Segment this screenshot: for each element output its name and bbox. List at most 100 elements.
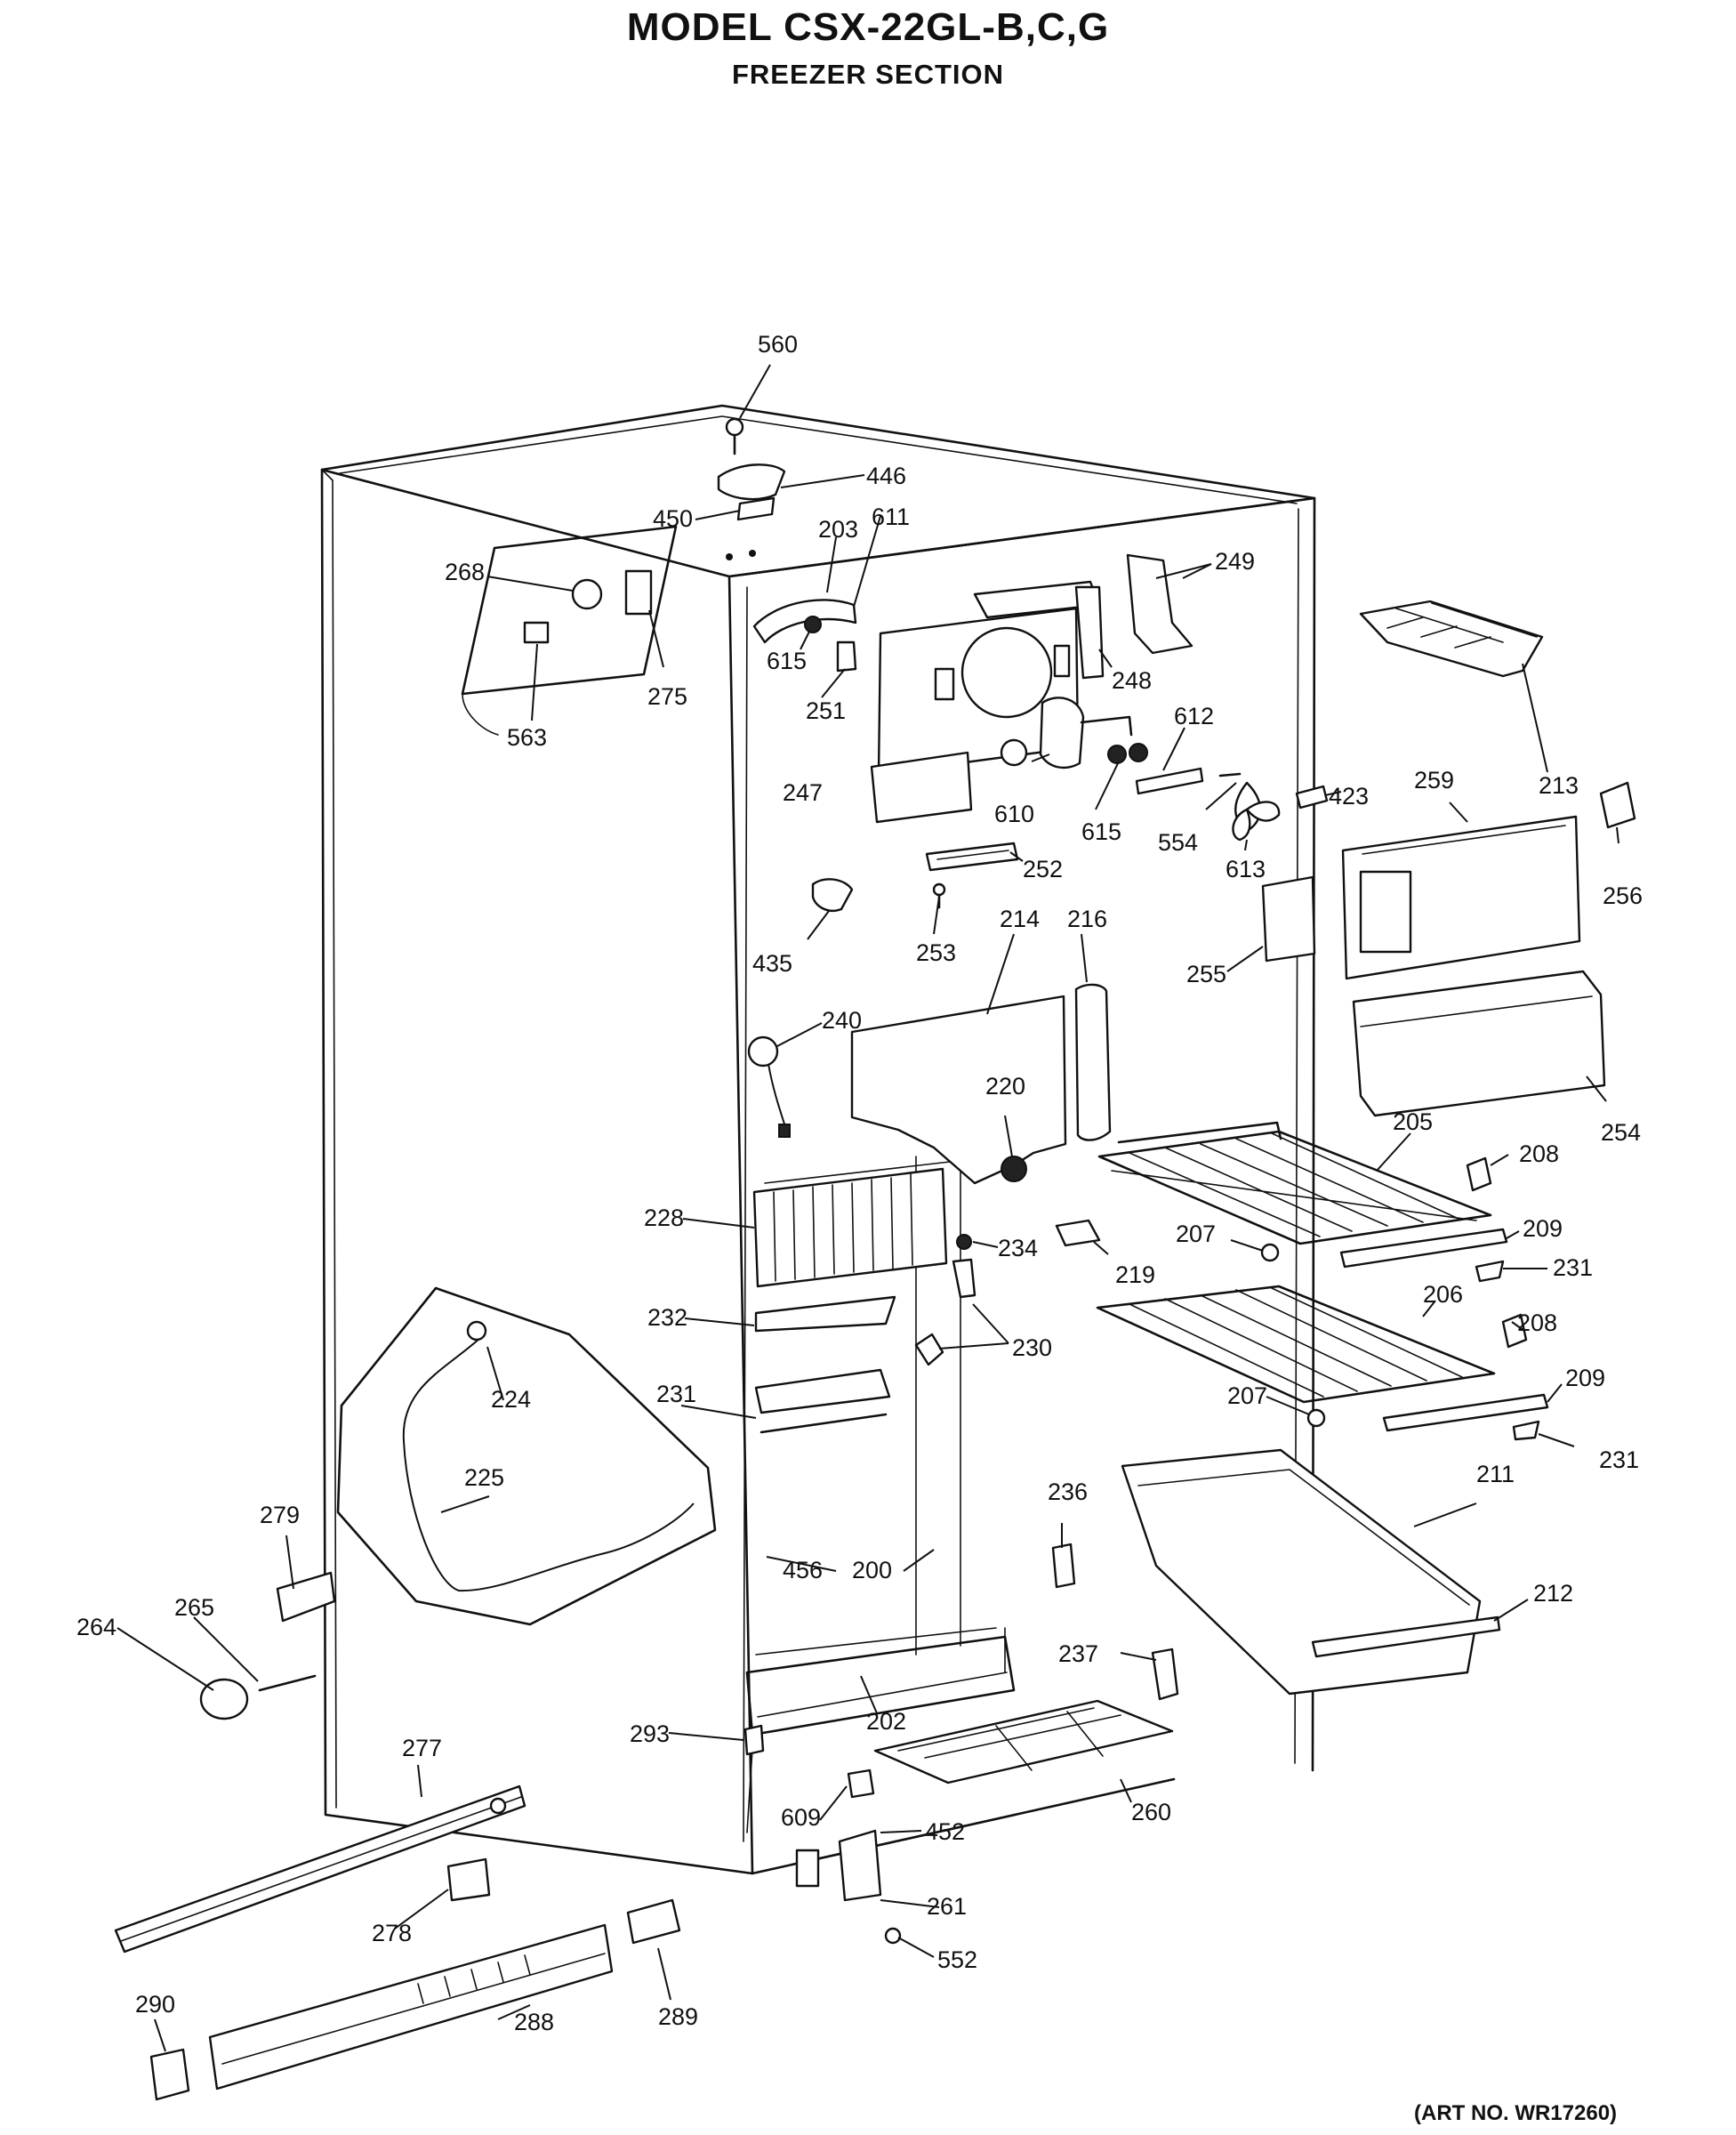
light-bulb: [1295, 785, 1329, 810]
part-label-220: 220: [985, 1073, 1025, 1100]
part-label-202: 202: [866, 1708, 906, 1735]
part-label-247: 247: [783, 779, 823, 806]
part-label-554: 554: [1158, 829, 1198, 856]
shelf-support: [1599, 781, 1636, 829]
part-label-456: 456: [783, 1557, 823, 1583]
part-label-615a: 615: [767, 648, 807, 674]
part-label-236: 236: [1048, 1478, 1088, 1505]
part-label-423: 423: [1329, 783, 1369, 810]
part-label-288: 288: [514, 2009, 554, 2035]
part-label-265: 265: [174, 1594, 214, 1621]
part-label-209b: 209: [1565, 1365, 1605, 1391]
part-label-560: 560: [758, 331, 798, 358]
part-label-278: 278: [372, 1920, 412, 1946]
roller-axle: [258, 1674, 317, 1692]
tubing-bracket: [752, 599, 857, 673]
fan-motor-assembly: [1000, 697, 1281, 842]
evaporator-coil: [752, 1167, 976, 1299]
part-label-214: 214: [1000, 906, 1040, 932]
hinge-shim: [795, 1849, 820, 1888]
part-label-563: 563: [507, 724, 547, 751]
part-label-452: 452: [925, 1818, 965, 1845]
part-label-211: 211: [1476, 1461, 1515, 1487]
part-label-264: 264: [76, 1614, 117, 1640]
leveler: [446, 1857, 491, 1902]
grille: [925, 842, 1019, 909]
part-label-251: 251: [806, 697, 846, 724]
part-label-293: 293: [630, 1720, 670, 1747]
part-label-254: 254: [1601, 1119, 1641, 1146]
part-label-230: 230: [1012, 1334, 1052, 1361]
part-label-275: 275: [647, 683, 687, 710]
part-label-219: 219: [1115, 1261, 1155, 1288]
freezer-door: [1352, 970, 1606, 1117]
part-label-552: 552: [937, 1946, 977, 1973]
part-label-203: 203: [818, 516, 858, 543]
part-label-446: 446: [866, 463, 906, 489]
hinge-bracket: [838, 1829, 882, 1902]
part-label-206: 206: [1423, 1281, 1463, 1308]
part-label-205: 205: [1393, 1108, 1433, 1135]
drain-pan: [873, 1699, 1174, 1785]
part-label-212: 212: [1533, 1580, 1573, 1607]
part-label-256: 256: [1603, 882, 1643, 909]
part-label-260: 260: [1131, 1799, 1171, 1825]
ice-tray: [1359, 600, 1544, 678]
part-label-207b: 207: [1227, 1382, 1267, 1409]
clip: [626, 1898, 681, 1945]
clip: [1051, 1543, 1076, 1589]
base-bracket: [276, 1571, 336, 1623]
section-title: FREEZER SECTION: [731, 59, 1005, 90]
part-label-268: 268: [445, 559, 485, 585]
clip: [743, 1724, 765, 1756]
part-labels: 560 446 450 203 611 249 268 615 251 248 …: [76, 331, 1643, 2035]
part-label-213: 213: [1539, 772, 1579, 799]
part-label-216: 216: [1067, 906, 1107, 932]
top-hinge-assembly: [717, 417, 786, 560]
door-switch: [847, 1768, 875, 1799]
base-rail: [114, 1785, 526, 1954]
part-label-610: 610: [994, 801, 1034, 827]
part-label-207a: 207: [1176, 1221, 1216, 1247]
defrost-heater: [747, 1035, 791, 1138]
part-label-248: 248: [1112, 667, 1152, 694]
wire-shelf-upper: [1097, 1121, 1492, 1245]
part-label-252: 252: [1023, 856, 1063, 882]
screw: [884, 1927, 902, 1945]
control-panel: [461, 525, 678, 736]
part-label-290: 290: [135, 1991, 175, 2018]
part-label-237: 237: [1058, 1640, 1098, 1667]
model-title: MODEL CSX-22GL-B,C,G: [626, 5, 1110, 49]
part-label-609: 609: [781, 1804, 821, 1831]
lower-hinge: [1151, 1648, 1179, 1701]
drain-tube-inset: [336, 1286, 717, 1626]
part-label-228: 228: [644, 1204, 684, 1231]
part-label-253: 253: [916, 939, 956, 966]
roller: [199, 1678, 249, 1720]
part-label-231b: 231: [656, 1381, 696, 1407]
part-label-249: 249: [1215, 548, 1255, 575]
part-label-435: 435: [752, 950, 792, 977]
part-label-231a: 231: [1553, 1254, 1593, 1281]
part-label-232: 232: [647, 1304, 687, 1331]
art-number: (ART NO. WR17260): [1414, 2101, 1618, 2125]
part-label-612: 612: [1174, 703, 1214, 729]
air-duct: [973, 553, 1194, 680]
base-grille: [208, 1923, 614, 2091]
freezer-shelf: [1341, 815, 1581, 980]
part-label-615b: 615: [1081, 818, 1121, 845]
light-shield: [1261, 875, 1316, 963]
part-label-277: 277: [402, 1735, 442, 1761]
part-label-224: 224: [491, 1386, 531, 1413]
part-label-200: 200: [852, 1557, 892, 1583]
part-label-289: 289: [658, 2003, 698, 2030]
part-label-209a: 209: [1523, 1215, 1563, 1242]
part-label-259: 259: [1414, 767, 1454, 794]
part-label-279: 279: [260, 1502, 300, 1528]
part-label-208a: 208: [1519, 1140, 1559, 1167]
part-label-234: 234: [998, 1235, 1038, 1261]
wire-shelf-lower: [1096, 1285, 1496, 1404]
drain-heater: [754, 1295, 944, 1434]
freezer-basket: [1121, 1448, 1501, 1696]
